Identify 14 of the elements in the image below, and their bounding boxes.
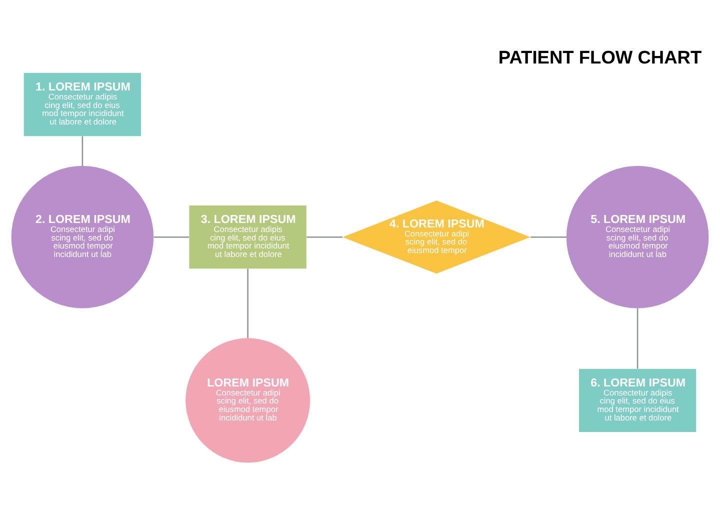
connector — [306, 236, 342, 238]
node-box: 6. LOREM IPSUM Consectetur adipis cing elit, sed do eius mod tempor incididunt ut labore et dolore — [578, 368, 696, 432]
connector — [82, 136, 84, 166]
node-circle: 5. LOREM IPSUM Consectetur adipi scing elit, sed do eiusmod tempor incididunt ut lab — [566, 166, 709, 308]
node-diamond: 4. LOREM IPSUM Consectetur adipi scing elit, sed do eiusmod tempor — [342, 200, 530, 274]
connector — [154, 236, 190, 238]
node-circle: 2. LOREM IPSUM Consectetur adipi scing elit, sed do eiusmod tempor incididunt ut lab — [11, 166, 154, 308]
node-circle: LOREM IPSUM Consectetur adipi scing elit, sed do eiusmod tempor incididunt ut lab — [186, 338, 310, 463]
connector — [530, 236, 566, 238]
node-box: 3. LOREM IPSUM Consectetur adipis cing elit, sed do eius mod tempor incididunt ut labore et dolore — [189, 206, 306, 269]
node-box: 1. LOREM IPSUM Consectetur adipis cing elit, sed do eius mod tempor incididunt ut labore et dolore — [24, 72, 142, 136]
connector — [247, 268, 248, 338]
connector — [636, 308, 638, 369]
diagram-title: PATIENT FLOW CHART — [498, 46, 702, 68]
